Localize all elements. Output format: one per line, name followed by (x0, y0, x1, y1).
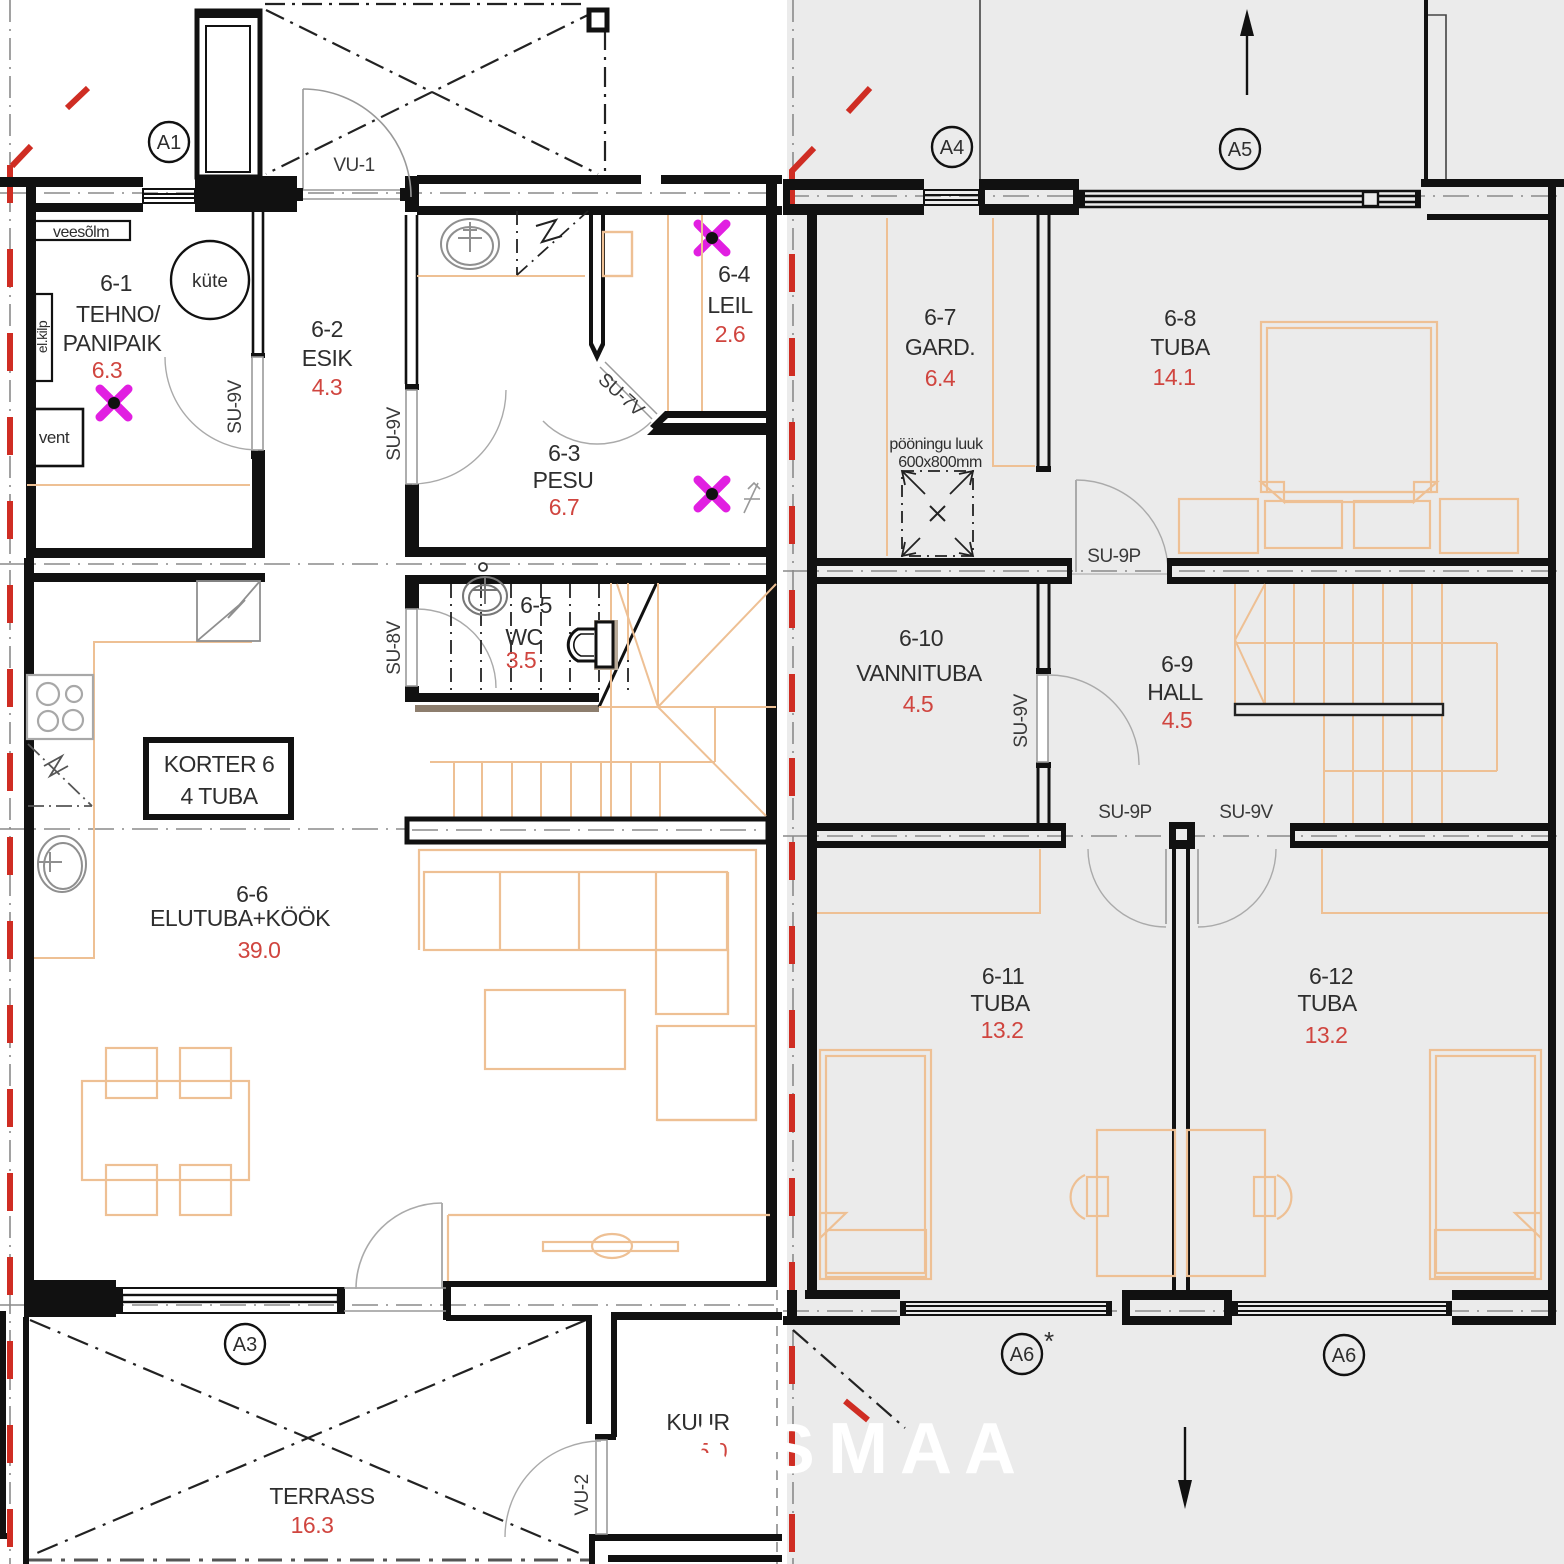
svg-text:6-12: 6-12 (1309, 963, 1353, 989)
svg-text:MAA: MAA (828, 1409, 1028, 1489)
svg-text:PESU: PESU (533, 467, 594, 493)
svg-text:6-2: 6-2 (311, 316, 343, 342)
svg-text:TERRASS: TERRASS (269, 1483, 374, 1509)
svg-text:6-5: 6-5 (520, 592, 552, 618)
svg-text:6.7: 6.7 (549, 494, 579, 520)
svg-text:A: A (682, 1410, 733, 1488)
svg-text:4.5: 4.5 (1162, 707, 1192, 733)
svg-text:6.3: 6.3 (92, 357, 122, 383)
svg-text:A6: A6 (1332, 1345, 1356, 1367)
svg-text:16.3: 16.3 (291, 1512, 334, 1538)
svg-text:ELUTUBA+KÖÖK: ELUTUBA+KÖÖK (150, 905, 331, 931)
svg-text:6-4: 6-4 (718, 261, 750, 287)
svg-text:6.4: 6.4 (925, 365, 956, 391)
svg-text:vent: vent (39, 428, 70, 447)
svg-text:14.1: 14.1 (1153, 364, 1196, 390)
svg-text:el.kilp: el.kilp (34, 320, 50, 353)
svg-text:pööningu luuk: pööningu luuk (889, 436, 984, 453)
svg-text:13.2: 13.2 (1305, 1022, 1348, 1048)
svg-text:4 TUBA: 4 TUBA (180, 783, 258, 809)
svg-text:600x800mm: 600x800mm (898, 454, 982, 471)
svg-text:6-8: 6-8 (1164, 305, 1196, 331)
svg-text:A1: A1 (157, 132, 181, 154)
svg-text:TUBA: TUBA (1150, 334, 1211, 360)
svg-text:39.0: 39.0 (238, 937, 281, 963)
svg-text:5.0: 5.0 (697, 1438, 727, 1464)
svg-text:6-6: 6-6 (236, 881, 268, 907)
svg-text:6-3: 6-3 (548, 440, 580, 466)
svg-text:6-11: 6-11 (982, 963, 1024, 989)
svg-text:SU-8V: SU-8V (384, 620, 405, 674)
svg-text:6-10: 6-10 (899, 625, 943, 651)
svg-text:13.2: 13.2 (981, 1017, 1024, 1043)
svg-text:TUBA: TUBA (970, 990, 1031, 1016)
svg-text:TEHNO/: TEHNO/ (76, 301, 161, 327)
svg-text:PANIPAIK: PANIPAIK (63, 330, 163, 356)
svg-text:6-9: 6-9 (1161, 651, 1193, 677)
svg-text:HALL: HALL (1147, 679, 1203, 705)
svg-text:A5: A5 (1228, 139, 1252, 161)
svg-text:4.5: 4.5 (903, 691, 933, 717)
svg-text:SU-9V: SU-9V (384, 406, 405, 460)
svg-text:VU-2: VU-2 (572, 1474, 593, 1515)
svg-text:6-7: 6-7 (924, 304, 956, 330)
svg-text:SU-9V: SU-9V (225, 379, 246, 433)
svg-text:4.3: 4.3 (312, 374, 342, 400)
svg-text:3.5: 3.5 (506, 647, 536, 673)
svg-text:A4: A4 (940, 137, 964, 159)
svg-text:küte: küte (192, 271, 228, 292)
svg-text:SU-9V: SU-9V (1011, 693, 1032, 747)
svg-text:KUUR: KUUR (666, 1409, 729, 1435)
svg-text:SU-9P: SU-9P (1087, 546, 1140, 567)
svg-text:KORTER 6: KORTER 6 (164, 751, 275, 777)
svg-text:TUBA: TUBA (1297, 990, 1358, 1016)
svg-text:*: * (1044, 1326, 1054, 1356)
svg-text:LEIL: LEIL (707, 292, 753, 318)
svg-text:A6: A6 (1010, 1344, 1034, 1366)
svg-text:A3: A3 (233, 1334, 257, 1356)
svg-text:SU-9P: SU-9P (1098, 802, 1151, 823)
svg-text:veesõlm: veesõlm (53, 224, 109, 241)
svg-text:GARD.: GARD. (905, 334, 975, 360)
svg-text:WC: WC (505, 624, 542, 650)
svg-text:SU-9V: SU-9V (1219, 802, 1273, 823)
svg-text:ESIK: ESIK (302, 345, 354, 371)
svg-text:S: S (768, 1410, 815, 1488)
svg-text:VU-1: VU-1 (333, 155, 374, 176)
svg-text:6-1: 6-1 (100, 270, 132, 296)
svg-text:2.6: 2.6 (715, 321, 745, 347)
svg-text:VANNITUBA: VANNITUBA (856, 660, 983, 686)
